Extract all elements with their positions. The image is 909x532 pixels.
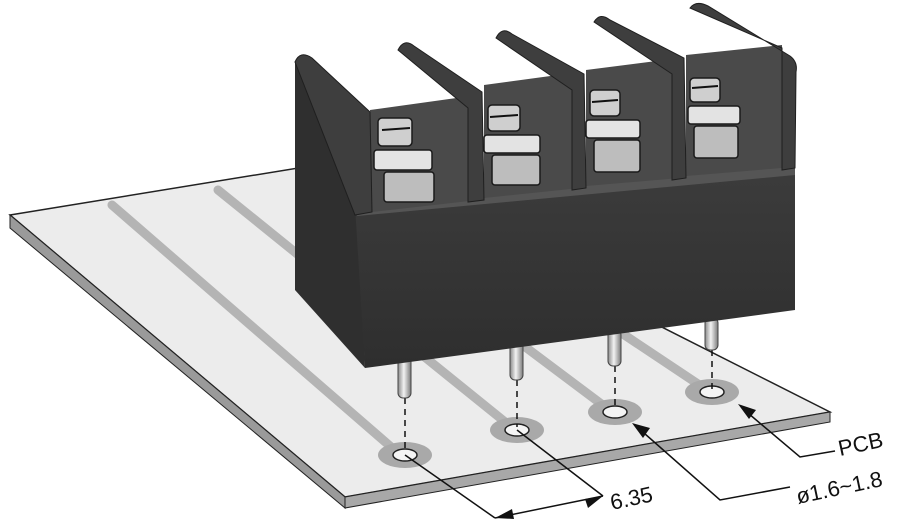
alignment-dashes [404,350,713,452]
pcb-label: PCB [836,427,885,461]
screw-terminals [370,45,782,212]
pitch-label: 6.35 [608,482,655,515]
barrier-walls [294,2,797,216]
trace-1 [107,200,403,458]
callout-lines [404,407,836,519]
terminal-block [294,2,797,368]
hole-diameter-label: ø1.6~1.8 [794,466,885,509]
arrowheads [495,404,756,519]
